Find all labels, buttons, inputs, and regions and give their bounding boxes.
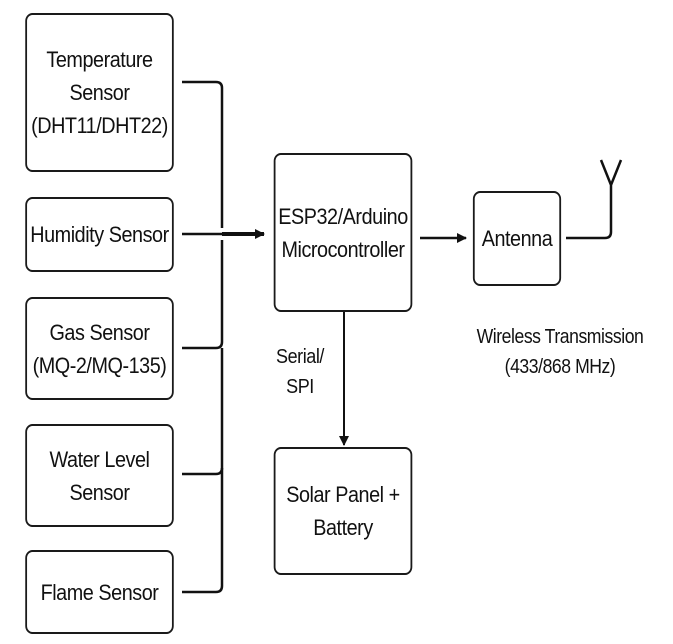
wire-water-level [182,348,224,476]
power-box: Solar Panel + Battery [273,447,413,575]
wireless-label-line1: Wireless Transmission [476,326,644,348]
wire-temperature [182,80,224,228]
serial-spi-label-line1: Serial/ [276,346,324,368]
water-level-sensor-label-line1: Water Level [49,446,150,472]
antenna-box: Antenna [472,191,562,286]
flame-sensor-label: Flame Sensor [40,579,159,605]
wireless-label-line2: (433/868 MHz) [504,356,616,378]
gas-sensor-label-line2: (MQ-2/MQ-135) [32,352,167,378]
microcontroller-box: ESP32/Arduino Microcontroller [273,153,413,312]
wire-gas [182,240,224,350]
serial-spi-label: Serial/ SPI [266,342,334,402]
water-level-sensor-label-line2: Sensor [69,479,130,505]
wire-flame [182,468,224,594]
temperature-sensor-label-line2: Sensor [69,80,130,105]
temperature-sensor-box: Temperature Sensor (DHT11/DHT22) [25,13,174,172]
microcontroller-label-line1: ESP32/Arduino [278,203,408,229]
antenna-symbol-icon [566,159,623,240]
microcontroller-label-line2: Microcontroller [281,236,405,262]
gas-sensor-box: Gas Sensor (MQ-2/MQ-135) [25,297,174,400]
power-label-line1: Solar Panel + [286,482,400,507]
humidity-sensor-box: Humidity Sensor [25,197,174,272]
water-level-sensor-box: Water Level Sensor [25,424,174,527]
power-label-line2: Battery [313,515,373,540]
humidity-sensor-label: Humidity Sensor [30,222,169,247]
antenna-label: Antenna [481,226,553,251]
temperature-sensor-label-line3: (DHT11/DHT22) [31,113,168,138]
gas-sensor-label-line1: Gas Sensor [49,319,150,345]
flame-sensor-box: Flame Sensor [25,550,174,634]
serial-spi-label-line2: SPI [286,376,314,398]
temperature-sensor-label-line1: Temperature [46,47,153,72]
wireless-transmission-label: Wireless Transmission (433/868 MHz) [463,322,657,382]
